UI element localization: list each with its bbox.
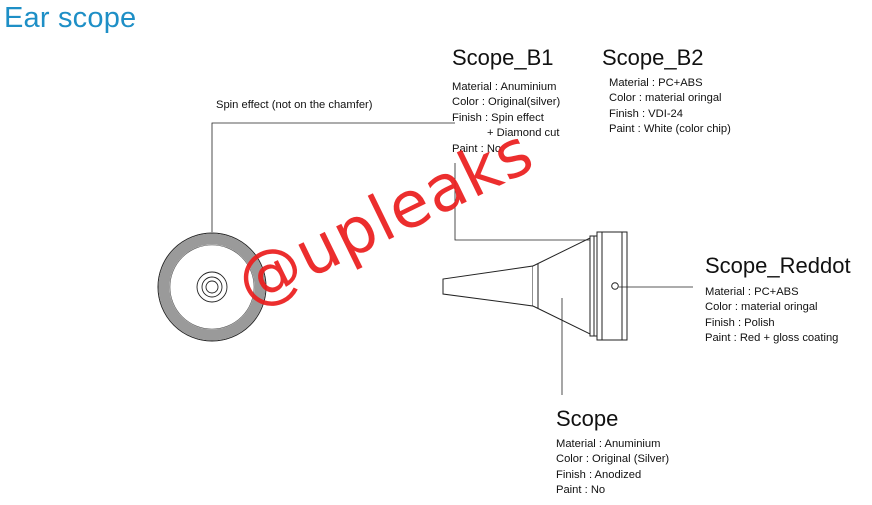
scope-reddot-heading: Scope_Reddot [705, 253, 851, 278]
scope-b1-material: Material : Anuminium [452, 81, 557, 93]
scope-finish: Finish : Anodized [556, 468, 642, 481]
scope-b2-material: Material : PC+ABS [609, 77, 703, 89]
scope-reddot-finish: Finish : Polish [705, 316, 775, 329]
scope-heading: Scope [556, 406, 619, 431]
scope-paint: Paint : No [556, 484, 606, 497]
scope-b1-heading: Scope_B1 [452, 45, 554, 70]
scope-specs: Material : Anuminium Color : Original (S… [556, 437, 669, 499]
page-title: Ear scope [4, 2, 137, 34]
leader-lines [211, 122, 693, 395]
scope-b2-specs: Material : PC+ABS Color : material oring… [609, 76, 731, 138]
scope-material: Material : Anuminium [556, 438, 661, 450]
scope-reddot-specs: Material : PC+ABS Color : material oring… [705, 285, 838, 347]
scope-b1-specs: Material : Anuminium Color : Original(si… [452, 80, 560, 157]
scope-b2-paint: Paint : White (color chip) [609, 123, 731, 136]
scope-b2-heading: Scope_B2 [602, 45, 704, 70]
scope-color: Color : Original (Silver) [556, 453, 670, 466]
scope-reddot-color: Color : material oringal [705, 301, 818, 314]
scope-reddot-material: Material : PC+ABS [705, 286, 799, 298]
scope-b2-finish: Finish : VDI-24 [609, 107, 683, 120]
scope-b2-color: Color : material oringal [609, 92, 722, 105]
side-view [442, 231, 628, 341]
scope-reddot-paint: Paint : Red + gloss coating [705, 332, 839, 345]
scope-b1-finish-extra: + Diamond cut [487, 127, 560, 140]
spin-effect-caption: Spin effect (not on the chamfer) [216, 99, 373, 111]
scope-b1-color: Color : Original(silver) [452, 96, 561, 109]
scope-b1-finish: Finish : Spin effect [452, 111, 544, 124]
front-view [157, 232, 267, 342]
scope-b1-paint: Paint : No [452, 142, 502, 155]
